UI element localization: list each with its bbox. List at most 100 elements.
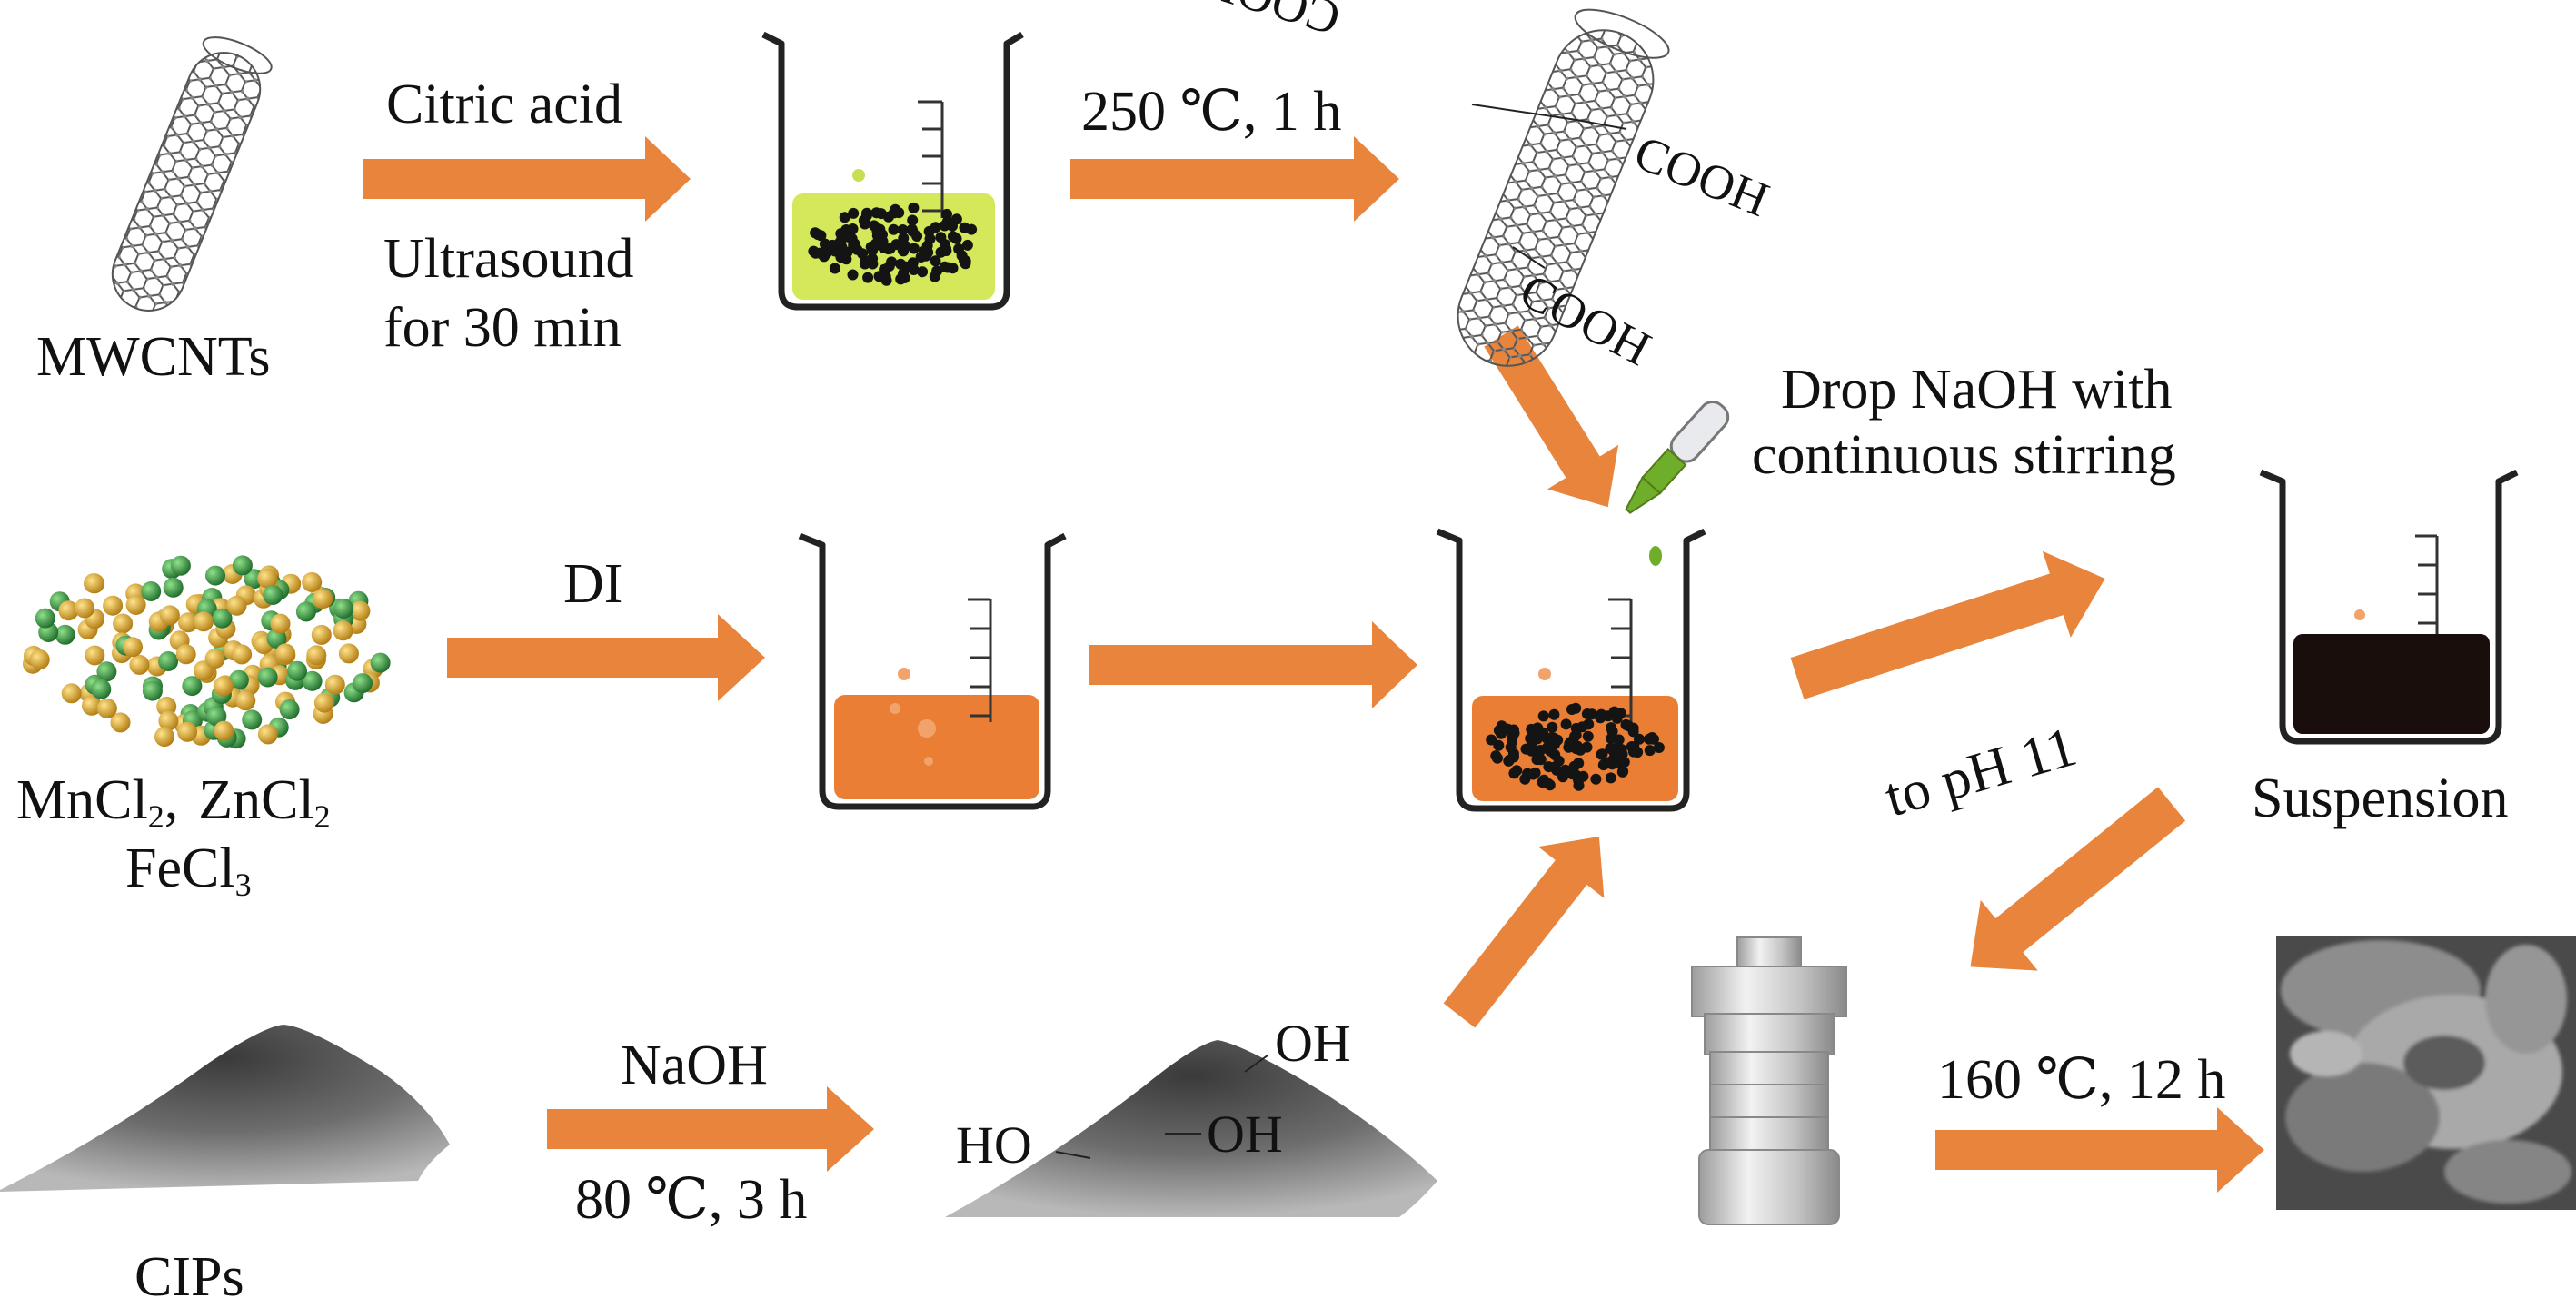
salt-sphere <box>295 601 316 622</box>
particle <box>947 231 959 243</box>
salt-sphere <box>125 595 146 615</box>
salt-sphere <box>61 683 82 704</box>
beaker-icon <box>798 532 1067 810</box>
particle <box>1548 761 1560 773</box>
particle <box>950 213 962 225</box>
salt-sphere <box>232 555 253 576</box>
salt-sphere <box>338 643 359 664</box>
salt-sphere <box>263 585 283 605</box>
cooh-bond-lines <box>1471 104 1627 269</box>
salt-sphere <box>213 676 234 697</box>
ultrasound-label: Ultrasound <box>383 228 634 290</box>
particle <box>888 223 900 235</box>
particle <box>939 220 950 232</box>
particle <box>1644 745 1656 757</box>
particle <box>922 246 934 258</box>
salt-sphere <box>129 654 150 675</box>
particle <box>940 243 951 254</box>
particle <box>908 264 920 275</box>
ultrasound-duration-label: for 30 min <box>383 297 622 359</box>
ho-label: HO <box>956 1115 1032 1174</box>
salt-sphere <box>204 649 225 669</box>
particle <box>846 233 858 244</box>
particle <box>1620 718 1632 730</box>
particle <box>1590 773 1602 785</box>
particle <box>907 214 919 226</box>
particle <box>1537 710 1549 722</box>
salt-sphere <box>275 643 296 664</box>
salt-sphere <box>154 727 174 748</box>
salt-sphere <box>170 555 191 576</box>
salt-sphere <box>35 608 55 629</box>
particle <box>1537 777 1548 788</box>
salt-sphere <box>55 624 75 645</box>
particle <box>939 261 950 272</box>
particle <box>833 237 845 249</box>
salt-sphere <box>311 624 332 645</box>
salts-label-line1: MnCl2,ZnCl2 <box>16 769 331 835</box>
salt-sphere <box>279 699 300 720</box>
particle <box>847 223 858 235</box>
particle <box>897 224 909 235</box>
particle <box>821 247 832 259</box>
salt-sphere <box>228 669 249 690</box>
salt-sphere <box>313 589 333 609</box>
salt-spheres-icon <box>23 555 391 749</box>
arrow-beaker-to-cooh-cnt <box>1070 136 1399 222</box>
salt-sphere <box>270 613 291 634</box>
salt-sphere <box>350 600 371 621</box>
dropper-icon <box>1625 400 1730 514</box>
particle <box>1608 706 1620 718</box>
cnt-particles <box>808 202 978 286</box>
salt-sphere <box>333 620 353 641</box>
salt-sphere <box>214 720 234 741</box>
particle <box>1596 748 1608 760</box>
particle <box>1571 740 1583 752</box>
salt-sphere <box>75 598 95 619</box>
salt-sphere <box>103 595 124 616</box>
salt-sphere <box>58 600 79 621</box>
salt-sphere <box>123 637 143 658</box>
arrow-mwcnt-to-beaker <box>363 136 691 222</box>
particle <box>911 231 923 242</box>
arrow-beaker-to-mixing <box>1089 621 1417 708</box>
particle <box>1583 718 1595 730</box>
arrow-to-suspension <box>1790 550 2105 699</box>
particle <box>917 266 929 278</box>
autoclave-icon <box>1691 936 1847 1225</box>
salt-sphere <box>91 679 112 699</box>
salt-sphere <box>159 605 180 626</box>
salt-sphere <box>205 565 225 586</box>
hydrothermal-conditions-label: 160 ℃, 12 h <box>1937 1049 2226 1111</box>
particle <box>959 222 970 233</box>
salt-sphere <box>158 710 179 731</box>
particle <box>1606 722 1617 734</box>
salt-sphere <box>29 649 50 670</box>
particle <box>830 245 841 257</box>
salt-sphere <box>232 644 253 665</box>
nanotube-icon <box>111 36 273 312</box>
particle <box>1486 734 1497 746</box>
salt-sphere <box>163 577 184 598</box>
particle <box>874 223 886 235</box>
particle <box>1527 768 1539 780</box>
particle <box>882 211 894 223</box>
step1-conditions-label: 250 ℃, 1 h <box>1081 81 1342 143</box>
naoh-conditions-label: 80 ℃, 3 h <box>575 1169 808 1231</box>
oh-bond-lines <box>1055 1055 1268 1159</box>
particle <box>930 222 941 233</box>
sem-image-icon <box>2276 936 2576 1210</box>
particle <box>930 255 941 267</box>
particle <box>810 227 821 239</box>
salt-sphere <box>257 667 278 688</box>
powder-pile-icon <box>0 1025 450 1192</box>
particle <box>808 245 820 257</box>
salt-sphere <box>324 674 345 695</box>
arrow-suspension-to-autoclave <box>1970 787 2186 971</box>
stirring-label: continuous stirring <box>1752 424 2176 486</box>
particle <box>1570 722 1582 734</box>
salt-sphere <box>302 571 323 592</box>
particle <box>1532 722 1544 734</box>
particle <box>819 238 830 250</box>
